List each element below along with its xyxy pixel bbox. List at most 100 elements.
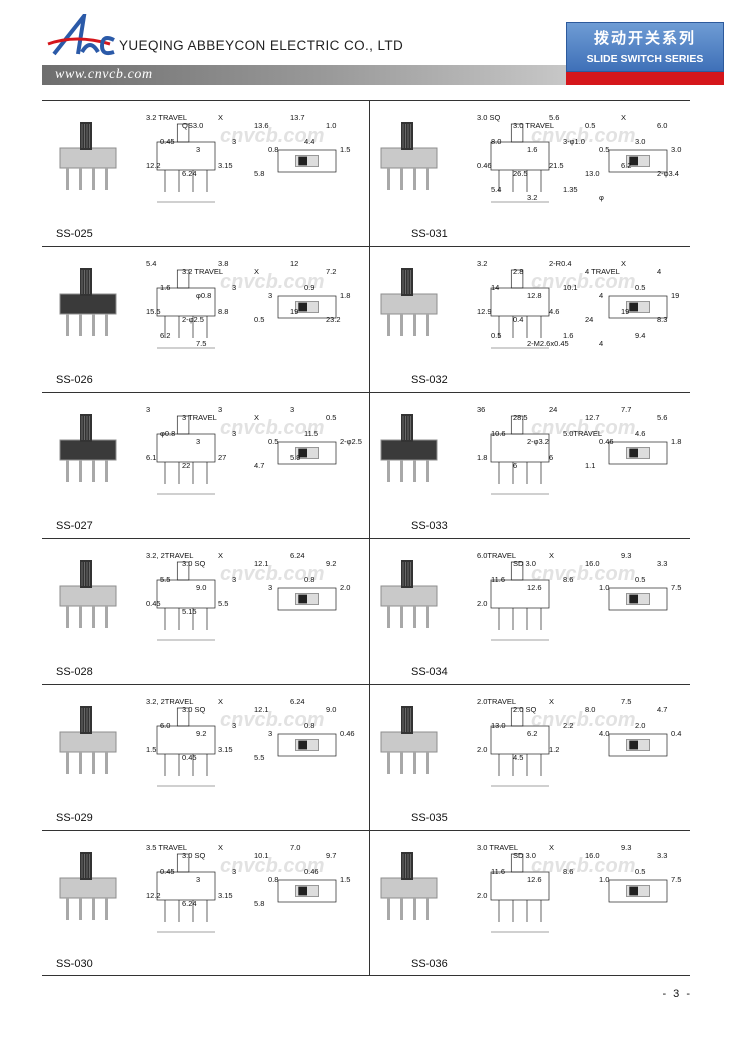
dimension-label: 14 <box>491 283 499 292</box>
outline-knob <box>629 156 638 166</box>
dimension-label: 7.5 <box>671 583 681 592</box>
dimension-label: 0.5 <box>254 315 264 324</box>
dimension-label: 6.0TRAVEL <box>477 551 516 560</box>
switch-actuator <box>401 122 413 150</box>
dimension-label: 4 TRAVEL <box>585 267 620 276</box>
outline-actuator <box>176 123 190 143</box>
dimension-label: X <box>254 413 259 422</box>
dimension-label: 1.8 <box>477 453 487 462</box>
dimension-label: 2-φ3.4 <box>657 169 679 178</box>
switch-pin <box>105 752 108 774</box>
dimension-label: 8.0 <box>491 137 501 146</box>
dimension-label: 23.2 <box>326 315 341 324</box>
model-number: SS-033 <box>411 520 448 532</box>
dimension-label: 24 <box>585 315 593 324</box>
dimension-label: φ0.8 <box>160 429 175 438</box>
dimension-label: 1.2 <box>549 745 559 754</box>
dimension-label: 12.1 <box>254 705 269 714</box>
dimension-label: 2.0 SQ <box>513 705 537 714</box>
dimension-label: 12.8 <box>527 291 542 300</box>
dimension-label: 7.5 <box>196 339 206 348</box>
switch-pin <box>66 460 69 482</box>
dimension-label: 2.0 <box>477 745 487 754</box>
outline-top-view <box>608 733 668 757</box>
dimension-label: 3.2 TRAVEL <box>182 267 223 276</box>
dimension-label: 0.5 <box>599 145 609 154</box>
watermark-text: cnvcb.com <box>531 709 635 731</box>
switch-pin <box>92 460 95 482</box>
switch-pin <box>79 752 82 774</box>
dimension-label: 10.6 <box>491 429 506 438</box>
website-link[interactable]: www.cnvcb.com <box>55 67 153 82</box>
switch-pin <box>66 168 69 190</box>
dimension-label: 19 <box>290 307 298 316</box>
dimension-label: 1.0 <box>326 121 336 130</box>
dimension-label: 4 <box>657 267 661 276</box>
dimension-label: 9.4 <box>635 331 645 340</box>
switch-pin <box>105 460 108 482</box>
series-title-en: SLIDE SWITCH SERIES <box>586 53 704 65</box>
outline-actuator <box>176 853 190 873</box>
dimension-label: 12 <box>290 259 298 268</box>
outline-top-view <box>608 295 668 319</box>
model-number: SS-036 <box>411 958 448 970</box>
dimension-label: 12.6 <box>527 875 542 884</box>
dimension-label: 5.5 <box>254 753 264 762</box>
outline-actuator <box>510 853 524 873</box>
dimension-label: 22 <box>182 461 190 470</box>
dimension-label: 3.0 <box>635 137 645 146</box>
dimension-label: 12.2 <box>146 161 161 170</box>
dimension-label: 5.4 <box>491 185 501 194</box>
watermark-text: cnvcb.com <box>531 563 635 585</box>
dimension-label: 4.0 <box>599 729 609 738</box>
switch-pin <box>387 460 390 482</box>
dimension-label: 0.5 <box>491 331 501 340</box>
switch-pin <box>426 752 429 774</box>
dimension-label: 7.0 <box>290 843 300 852</box>
outline-knob <box>298 740 307 750</box>
dimension-label: X <box>218 843 223 852</box>
watermark-text: cnvcb.com <box>220 709 324 731</box>
dimension-label: 3.8 <box>218 259 228 268</box>
dimension-label: 5.15 <box>182 607 197 616</box>
dimension-label: 0.46 <box>599 437 614 446</box>
watermark-text: cnvcb.com <box>220 855 324 877</box>
dimension-label: 2-R0.4 <box>549 259 572 268</box>
dimension-label: 5.0TRAVEL <box>563 429 602 438</box>
dimension-label: 16.0 <box>585 559 600 568</box>
dimension-label: 0.8 <box>268 145 278 154</box>
model-number: SS-025 <box>56 228 93 240</box>
switch-actuator <box>401 268 413 296</box>
outline-knob <box>298 302 307 312</box>
switch-actuator <box>401 560 413 588</box>
switch-actuator <box>80 268 92 296</box>
switch-pin <box>413 168 416 190</box>
dimension-label: 3.15 <box>218 745 233 754</box>
dimension-label: 3.2, 2TRAVEL <box>146 551 193 560</box>
dimension-label: 1.5 <box>340 145 350 154</box>
dimension-label: 9.3 <box>621 843 631 852</box>
series-badge: 拨动开关系列 SLIDE SWITCH SERIES <box>566 22 724 72</box>
dimension-label: 21.5 <box>549 161 564 170</box>
model-number: SS-032 <box>411 374 448 386</box>
dimension-label: 0.5 <box>585 121 595 130</box>
switch-pin <box>387 752 390 774</box>
dimension-label: 3 <box>232 575 236 584</box>
page-number: - 3 - <box>662 988 692 1000</box>
switch-body <box>59 731 117 753</box>
switch-pin <box>400 606 403 628</box>
dimension-label: 3.0 <box>671 145 681 154</box>
dimension-label: 8.8 <box>218 307 228 316</box>
switch-pin <box>387 314 390 336</box>
dimension-label: 2.0 <box>477 599 487 608</box>
